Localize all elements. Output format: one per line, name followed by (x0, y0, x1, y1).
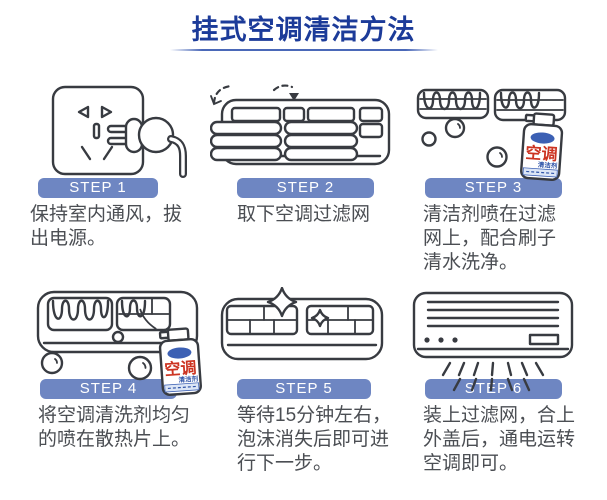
ac-body (220, 98, 391, 166)
filter-slats-left (210, 120, 283, 162)
step-3-caption: 清洁剂喷在过滤网上，配合刷子清水洗净。 (423, 204, 557, 273)
step-5-caption: 等待15分钟左右，泡沫消失后即可进行下一步。 (237, 405, 392, 474)
can-product-name: 空调 (525, 143, 558, 164)
step-1-badge: STEP 1 (38, 178, 158, 198)
bubbles-icon (40, 330, 153, 381)
closed-ac-body (412, 291, 574, 359)
step-2-badge: STEP 2 (237, 178, 374, 198)
brick-panel-right (305, 304, 375, 336)
can-product-type: 清洁剂 (538, 160, 559, 170)
step-6-badge: STEP 6 (425, 379, 562, 399)
can-product-type: 清洁剂 (178, 374, 199, 384)
remove-ac-filter-illustration (210, 84, 391, 166)
page-title: 挂式空调清洁方法 (191, 15, 416, 45)
step-4-badge: STEP 4 (40, 379, 177, 399)
brick-panel-left (225, 304, 299, 336)
spray-can-icon: 空调 清洁剂 (520, 112, 564, 181)
step-4-caption: 将空调清洗剂均匀的喷在散热片上。 (38, 405, 191, 450)
step-2-caption: 取下空调过滤网 (237, 204, 371, 225)
wait-foam-dissolve-illustration (220, 287, 384, 361)
step-5-badge: STEP 5 (237, 379, 371, 399)
spray-cleaner-on-filter-illustration: 空调 清洁剂 (416, 88, 567, 181)
sparkle-icon-large (266, 287, 298, 318)
sparkle-icon-small (310, 308, 330, 328)
power-plug-icon (106, 116, 175, 154)
open-ac-body (36, 290, 199, 354)
dirty-filter-left (416, 88, 490, 120)
power-socket-icon (51, 85, 145, 176)
fins-panel-left (46, 296, 114, 332)
fins-panel-right (115, 296, 172, 332)
step-6-caption: 装上过滤网，合上外盖后，通电运转空调即可。 (423, 405, 576, 474)
clean-filter-body (220, 297, 384, 361)
unplug-power-socket-illustration (51, 85, 187, 178)
power-cord (167, 135, 187, 178)
title-divider (169, 49, 438, 51)
bubbles-icon (421, 117, 508, 168)
can-product-name: 空调 (164, 358, 197, 379)
dashed-arrow-middle-icon (272, 84, 299, 101)
step-3-badge: STEP 3 (425, 178, 562, 198)
dashed-arrow-left-icon (210, 84, 233, 106)
step-1-caption: 保持室内通风，拔出电源。 (30, 204, 183, 249)
dirty-filter-right (493, 88, 567, 122)
filter-slats-right (283, 120, 359, 162)
